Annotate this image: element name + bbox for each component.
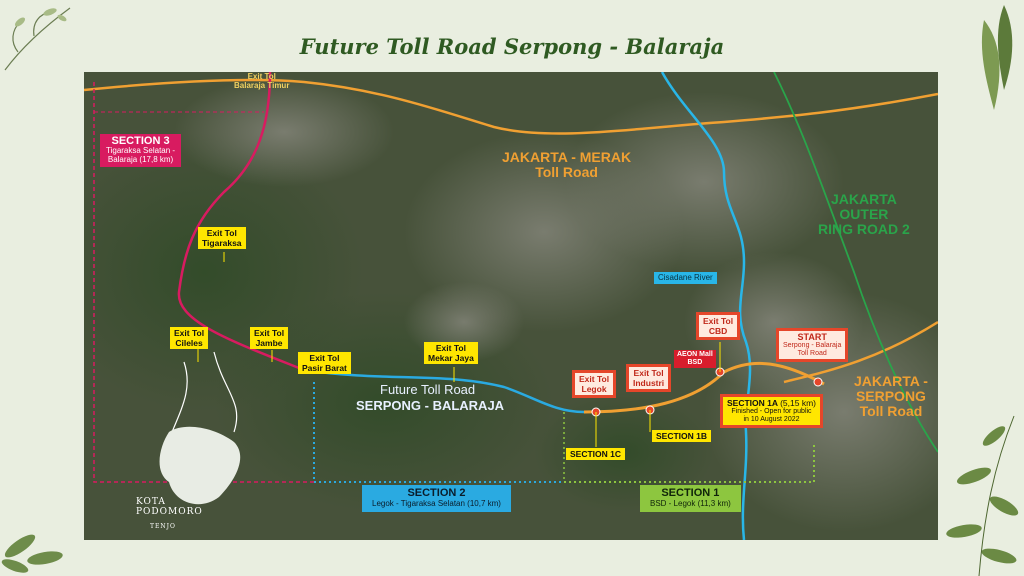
leaf-decoration-top-left [4,7,71,71]
label-exit-balaraja-timur: Exit Tol Balaraja Timur [234,72,290,90]
label-jakarta-merak: JAKARTA - MERAK Toll Road [502,149,632,180]
section-1-desc: BSD - Legok (11,3 km) [650,499,731,508]
section-3-title: SECTION 3 [111,135,170,147]
section-1-title: SECTION 1 [661,487,720,499]
exit-jambe[interactable]: Exit Tol Jambe [250,327,289,349]
section-2-title: SECTION 2 [407,487,466,499]
exit-industri[interactable]: Exit Tol Industri [626,364,672,392]
satellite-map[interactable]: Exit Tol Balaraja Timur JAKARTA - MERAK … [84,72,938,540]
exit-mekar-jaya[interactable]: Exit Tol Mekar Jaya [424,342,478,364]
start-title: START [797,332,827,342]
section-1a-desc: Finished - Open for public in 10 August … [731,408,812,423]
label-future-toll-road: Future Toll Road [380,382,476,397]
section-1a-title: SECTION 1A [727,398,778,408]
start-desc: Serpong - Balaraja Toll Road [783,342,842,357]
section-3-desc: Tigaraksa Selatan - Balaraja (17,8 km) [106,146,176,164]
exit-cileles[interactable]: Exit Tol Cileles [170,327,209,349]
map-lines [84,72,938,540]
section-1b-label: SECTION 1B [652,430,712,442]
leaf-decoration-top-right [981,5,1013,110]
section-1a-km: (5,15 km) [780,398,816,408]
label-serpong-balaraja: SERPONG - BALARAJA [356,398,505,413]
section-2-desc: Legok - Tigaraksa Selatan (10,7 km) [372,499,501,508]
kota-podomoro-logo: KOTA PODOMORO [136,497,203,517]
aeon-mall-marker: AEON Mall BSD [674,350,716,368]
label-jorr2: JAKARTA OUTER RING ROAD 2 [818,191,910,237]
start-marker[interactable]: START Serpong - Balaraja Toll Road [776,328,849,362]
leaf-decoration-bottom-right [946,415,1019,576]
section-1c-label: SECTION 1C [566,448,626,460]
section-1a-label: SECTION 1A (5,15 km) Finished - Open for… [720,394,823,428]
exit-cbd[interactable]: Exit Tol CBD [696,312,741,340]
kota-podomoro-sub: TENJO [150,523,176,530]
page-title: Future Toll Road Serpong - Balaraja [299,34,725,59]
exit-legok[interactable]: Exit Tol Legok [572,370,617,398]
exit-tigaraksa[interactable]: Exit Tol Tigaraksa [198,227,246,249]
section-3-label: SECTION 3 Tigaraksa Selatan - Balaraja (… [100,134,182,167]
leaf-decoration-bottom-left [1,534,63,573]
section-1-label: SECTION 1 BSD - Legok (11,3 km) [640,485,741,512]
exit-pasir-barat[interactable]: Exit Tol Pasir Barat [298,352,351,374]
label-jakarta-serpong: JAKARTA - SERPONG Toll Road [854,373,928,419]
section-2-label: SECTION 2 Legok - Tigaraksa Selatan (10,… [362,485,511,512]
label-cisadane-river: Cisadane River [654,272,717,284]
